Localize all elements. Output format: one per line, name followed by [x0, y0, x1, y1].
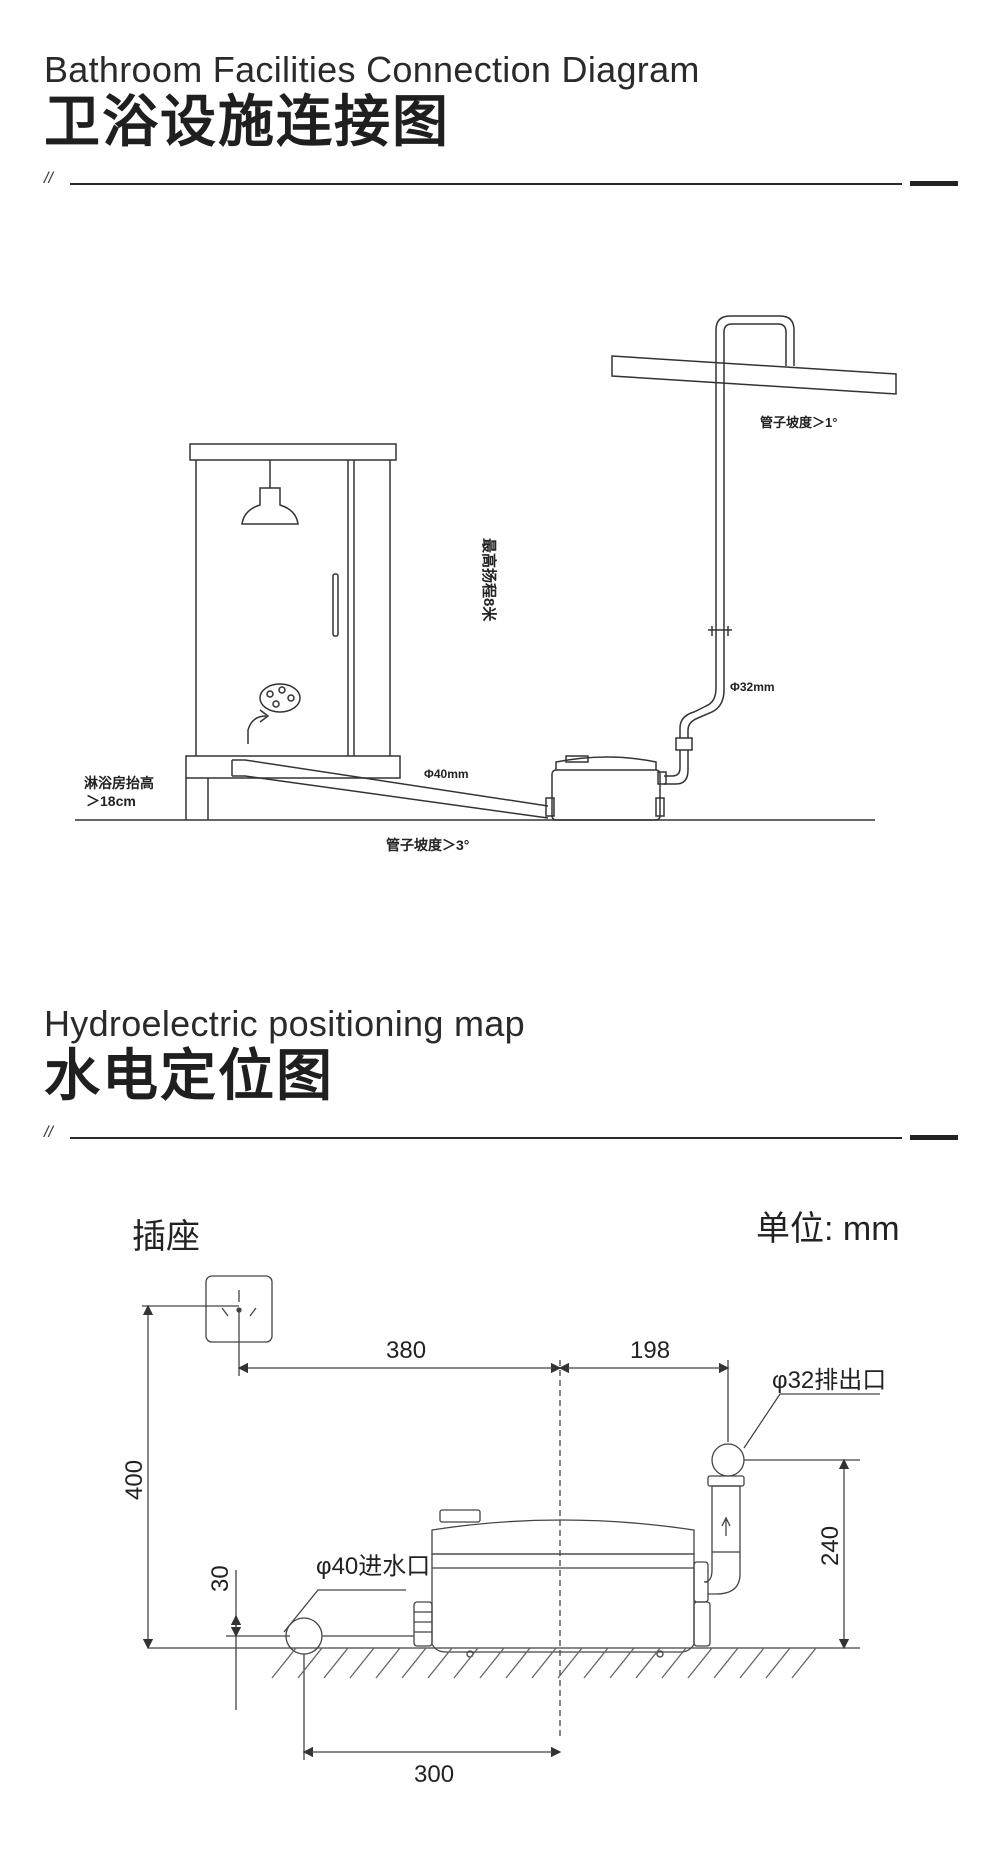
dim-label-30: 30 [207, 1565, 234, 1592]
section1-header: Bathroom Facilities Connection Diagram 卫… [44, 50, 700, 154]
dim-label-240: 240 [817, 1526, 844, 1566]
divider-end-mark [910, 1135, 958, 1140]
label-pipe-32: Φ32mm [730, 680, 775, 694]
divider-slashes: // [44, 170, 53, 187]
riser-pipe [675, 315, 795, 751]
divider-end-mark [910, 181, 958, 186]
label-max-lift: 最高扬程8米 [480, 538, 498, 622]
drain-icon [259, 683, 301, 713]
label-inlet: φ40进水口 [316, 1553, 430, 1580]
shower-cabin [185, 443, 401, 820]
pump-unit [545, 750, 689, 821]
divider-line [70, 183, 902, 185]
ceiling-beam [611, 355, 897, 395]
divider-line [70, 1137, 902, 1139]
pump-body [413, 1509, 711, 1658]
label-pipe-slope-bottom: 管子坡度＞3° [386, 837, 469, 853]
inlet-pipe [231, 759, 549, 819]
dim-label-400: 400 [121, 1460, 148, 1500]
section2-subtitle: Hydroelectric positioning map [44, 1003, 525, 1044]
shower-head-icon [241, 487, 299, 525]
positioning-diagram: 插座 单位: mm [121, 1210, 900, 1788]
drain-arrow-icon [247, 715, 267, 744]
label-shower-raise-1: 淋浴房抬高 [84, 775, 154, 791]
label-shower-raise-2: ＞18cm [86, 793, 136, 809]
label-pipe-slope-top: 管子坡度＞1° [760, 415, 837, 430]
ground-hatching [271, 1647, 817, 1679]
dim-label-380: 380 [386, 1337, 426, 1364]
outlet-circle-icon [711, 1443, 745, 1477]
dim-label-300: 300 [414, 1761, 454, 1788]
section2-divider: // [44, 1124, 958, 1148]
section2-header: Hydroelectric positioning map 水电定位图 [44, 1004, 525, 1108]
label-unit: 单位: mm [756, 1210, 900, 1248]
divider-slashes: // [44, 1124, 53, 1141]
section2-title: 水电定位图 [44, 1044, 334, 1107]
section1-divider: // [44, 170, 958, 194]
dim-label-198: 198 [630, 1337, 670, 1364]
section1-subtitle: Bathroom Facilities Connection Diagram [44, 49, 700, 90]
label-pipe-40: Φ40mm [424, 767, 469, 781]
label-outlet: φ32排出口 [772, 1367, 886, 1394]
label-socket: 插座 [132, 1218, 200, 1256]
section1-title: 卫浴设施连接图 [44, 90, 450, 153]
outlet-pipe [703, 1475, 745, 1595]
connection-diagram: 管子坡度＞1° 最高扬程8米 Φ32mm Φ40mm 淋浴房抬高 ＞18cm 管… [75, 315, 897, 853]
